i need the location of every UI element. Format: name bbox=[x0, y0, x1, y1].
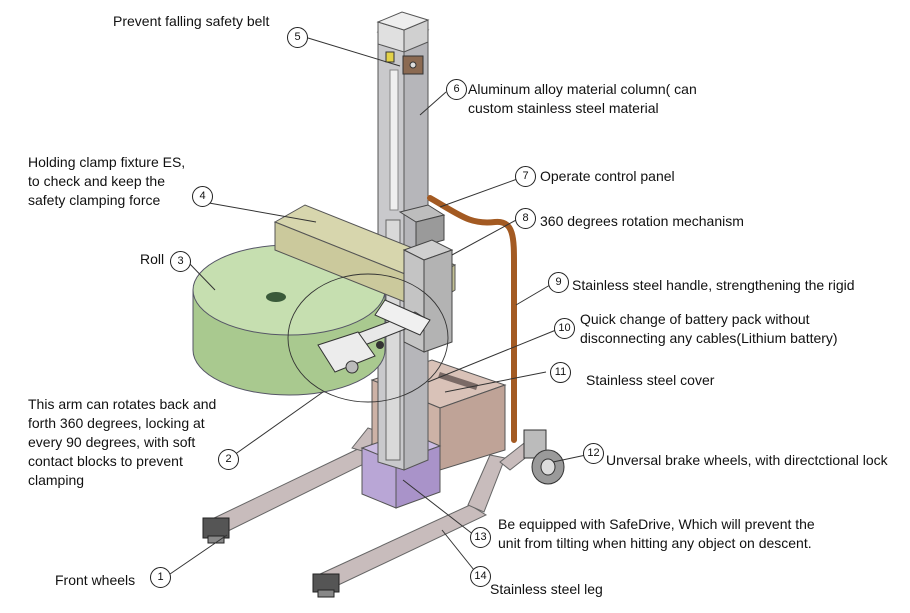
callout-number-3: 3 bbox=[170, 251, 191, 272]
callout-number-9: 9 bbox=[548, 272, 569, 293]
callout-number-14: 14 bbox=[470, 566, 491, 587]
callout-number-8: 8 bbox=[515, 208, 536, 229]
label-brake-wheels: Unversal brake wheels, with directctiona… bbox=[606, 452, 888, 468]
label-safety-belt: Prevent falling safety belt bbox=[113, 13, 270, 29]
callout-number-2: 2 bbox=[218, 449, 239, 470]
label-cover: Stainless steel cover bbox=[586, 372, 715, 388]
label-leg: Stainless steel leg bbox=[490, 581, 603, 597]
stainless-steel-handle bbox=[427, 195, 518, 443]
control-panel bbox=[398, 204, 446, 249]
label-rotation: 360 degrees rotation mechanism bbox=[540, 213, 744, 229]
leader-lines bbox=[169, 37, 587, 576]
rotating-arm bbox=[317, 299, 431, 374]
front-wheel-left bbox=[202, 517, 230, 544]
callout-number-12: 12 bbox=[583, 443, 604, 464]
label-safedrive: Be equipped with SafeDrive, Which will p… bbox=[498, 516, 815, 551]
callout-number-6: 6 bbox=[446, 79, 467, 100]
callout-number-10: 10 bbox=[554, 318, 575, 339]
label-control-panel: Operate control panel bbox=[540, 168, 675, 184]
callout-number-4: 4 bbox=[192, 186, 213, 207]
label-front-wheels: Front wheels bbox=[55, 572, 136, 588]
label-clamp-fixture: Holding clamp fixture ES, to check and k… bbox=[28, 154, 186, 208]
universal-brake-wheel bbox=[523, 429, 565, 485]
callout-number-5: 5 bbox=[287, 27, 308, 48]
rotation-range-circle bbox=[287, 273, 449, 403]
callout-number-7: 7 bbox=[515, 166, 536, 187]
front-wheel-right bbox=[312, 573, 340, 598]
rotation-mechanism bbox=[402, 239, 454, 353]
callout-number-11: 11 bbox=[550, 362, 571, 383]
label-handle: Stainless steel handle, strengthening th… bbox=[572, 277, 855, 293]
label-battery: Quick change of battery pack without dis… bbox=[580, 311, 838, 346]
label-column: Aluminum alloy material column( can cust… bbox=[468, 81, 697, 116]
label-arm: This arm can rotates back and forth 360 … bbox=[28, 396, 217, 488]
label-roll: Roll bbox=[140, 251, 165, 267]
safety-belt-box bbox=[376, 11, 430, 75]
callout-number-1: 1 bbox=[150, 567, 171, 588]
callout-number-13: 13 bbox=[470, 527, 491, 548]
